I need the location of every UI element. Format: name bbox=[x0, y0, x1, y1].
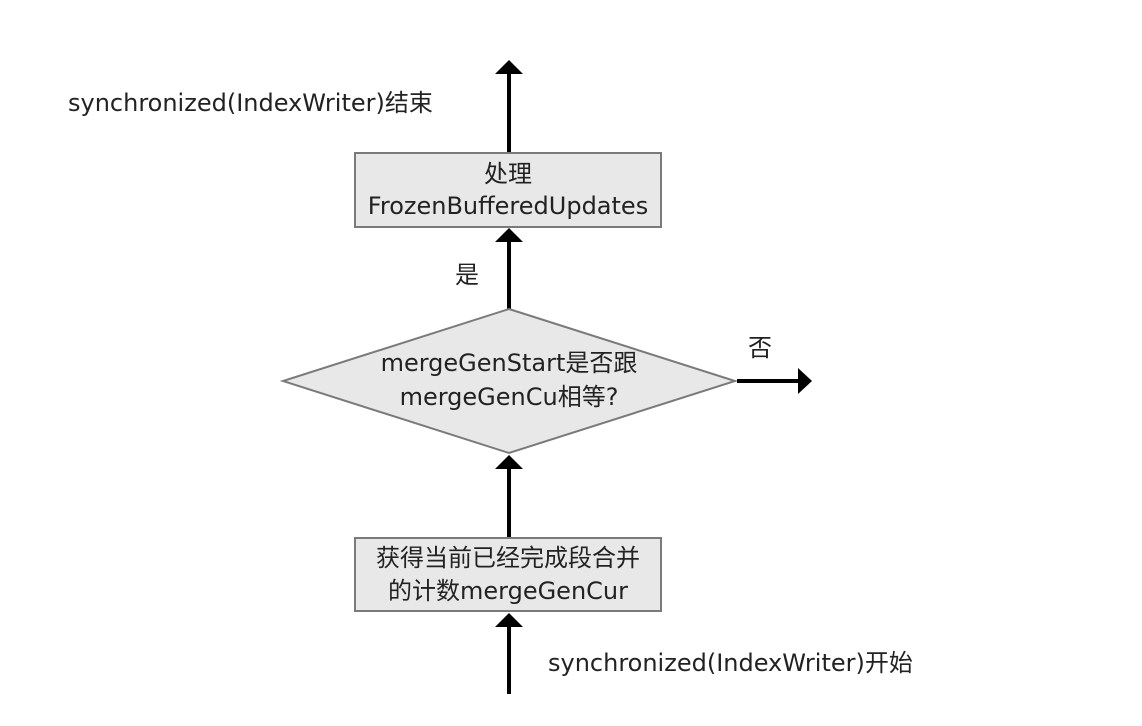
arrow-exit-head bbox=[495, 60, 523, 74]
process-frozen-updates-box: 处理 FrozenBufferedUpdates bbox=[354, 152, 662, 228]
get-merge-gen-box: 获得当前已经完成段合并 的计数mergeGenCur bbox=[354, 537, 662, 612]
arrow-no-head bbox=[798, 368, 812, 394]
yes-label: 是 bbox=[455, 261, 479, 289]
get-box-line1: 获得当前已经完成段合并 bbox=[376, 544, 640, 573]
process-box-line2: FrozenBufferedUpdates bbox=[367, 192, 649, 220]
no-label: 否 bbox=[748, 334, 772, 362]
decision-line1: mergeGenStart是否跟 bbox=[380, 349, 638, 378]
process-box-line1: 处理 bbox=[484, 159, 532, 188]
arrow-yes-head bbox=[495, 228, 523, 242]
decision-line2: mergeGenCu相等? bbox=[399, 383, 619, 411]
get-box-line2: 的计数mergeGenCur bbox=[388, 576, 628, 605]
decision-diamond bbox=[279, 307, 739, 455]
arrow-get-head bbox=[495, 455, 523, 469]
arrow-entry-head bbox=[495, 613, 523, 627]
start-label: synchronized(IndexWriter)开始 bbox=[548, 649, 913, 677]
end-label: synchronized(IndexWriter)结束 bbox=[68, 89, 433, 117]
decision-text: mergeGenStart是否跟 mergeGenCu相等? bbox=[323, 343, 695, 419]
